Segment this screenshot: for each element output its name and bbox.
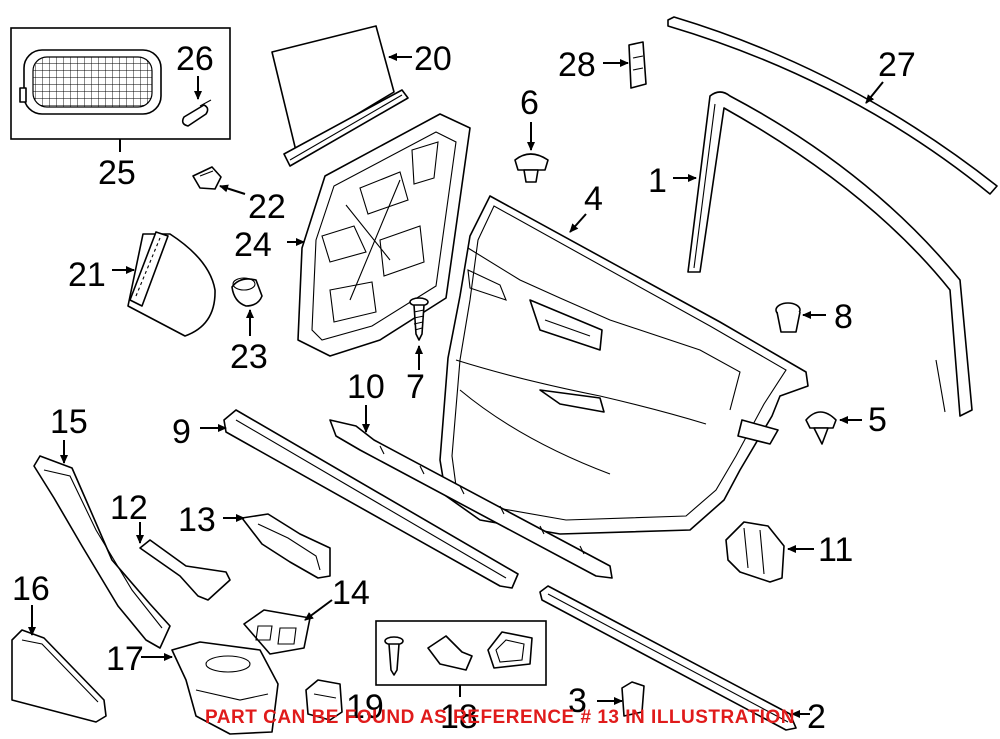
callout-16: 16 xyxy=(12,570,50,608)
callout-4: 4 xyxy=(584,180,603,218)
part-21-speaker-cover xyxy=(127,231,216,337)
part-19-switch xyxy=(305,679,343,721)
callout-13: 13 xyxy=(178,501,216,539)
part-27-weatherstrip xyxy=(667,16,998,195)
part-13-handle-bezel xyxy=(241,513,331,579)
callout-27: 27 xyxy=(878,46,916,84)
callout-15: 15 xyxy=(50,403,88,441)
callout-26: 26 xyxy=(176,40,214,78)
callout-12: 12 xyxy=(110,489,148,527)
leader-4 xyxy=(569,213,587,233)
part-14-switch xyxy=(243,609,311,655)
part-26-screw xyxy=(181,99,212,127)
part-18-hardware-inset xyxy=(375,620,547,686)
callout-5: 5 xyxy=(868,401,887,439)
part-2-sill-strip xyxy=(539,585,797,731)
part-24-door-carrier xyxy=(297,113,471,357)
callout-14: 14 xyxy=(332,574,370,612)
callout-23: 23 xyxy=(230,338,268,376)
callout-7: 7 xyxy=(406,368,425,406)
part-4-door-panel xyxy=(439,195,809,535)
part-3-bracket xyxy=(621,681,645,717)
part-17-armrest-pocket xyxy=(171,641,279,735)
callout-3: 3 xyxy=(568,682,587,720)
part-20-sunshade xyxy=(271,25,409,167)
callout-22: 22 xyxy=(248,188,286,226)
callout-1: 1 xyxy=(648,162,667,200)
part-11-bracket xyxy=(725,521,785,583)
part-25-grille-inset xyxy=(10,27,231,140)
part-12-handle-strip xyxy=(139,539,231,601)
callout-17: 17 xyxy=(106,640,144,678)
callout-8: 8 xyxy=(834,298,853,336)
callout-28: 28 xyxy=(558,46,596,84)
leader-27 xyxy=(865,81,884,104)
callout-24: 24 xyxy=(234,226,272,264)
callout-labels: 1 2 3 4 5 6 7 8 9 10 11 12 13 14 15 16 1… xyxy=(12,40,916,736)
part-28-bracket xyxy=(628,41,647,89)
part-15-pillar-trim xyxy=(33,455,171,649)
callout-11: 11 xyxy=(818,531,853,569)
callout-19: 19 xyxy=(346,688,384,726)
part-23-cap xyxy=(231,277,263,307)
part-22-clip xyxy=(192,166,222,190)
part-7-screw xyxy=(409,297,429,341)
part-1-frame-seal xyxy=(687,91,973,417)
part-9-trim-strip xyxy=(223,409,519,589)
callout-18: 18 xyxy=(440,698,478,736)
reference-note: PART CAN BE FOUND AS REFERENCE # 13 IN I… xyxy=(205,707,795,728)
callout-21: 21 xyxy=(68,256,106,294)
callout-25: 25 xyxy=(98,154,136,192)
callout-10: 10 xyxy=(347,368,385,406)
part-5-clip xyxy=(805,411,837,445)
leader-14 xyxy=(304,599,333,621)
callout-2: 2 xyxy=(807,698,826,736)
callout-20: 20 xyxy=(414,40,452,78)
leader-22 xyxy=(219,184,246,195)
part-16-pillar-cover xyxy=(11,629,107,723)
callout-6: 6 xyxy=(520,84,539,122)
part-6-push-clip xyxy=(514,153,549,183)
callout-9: 9 xyxy=(172,413,191,451)
part-8-grommet xyxy=(775,302,801,333)
